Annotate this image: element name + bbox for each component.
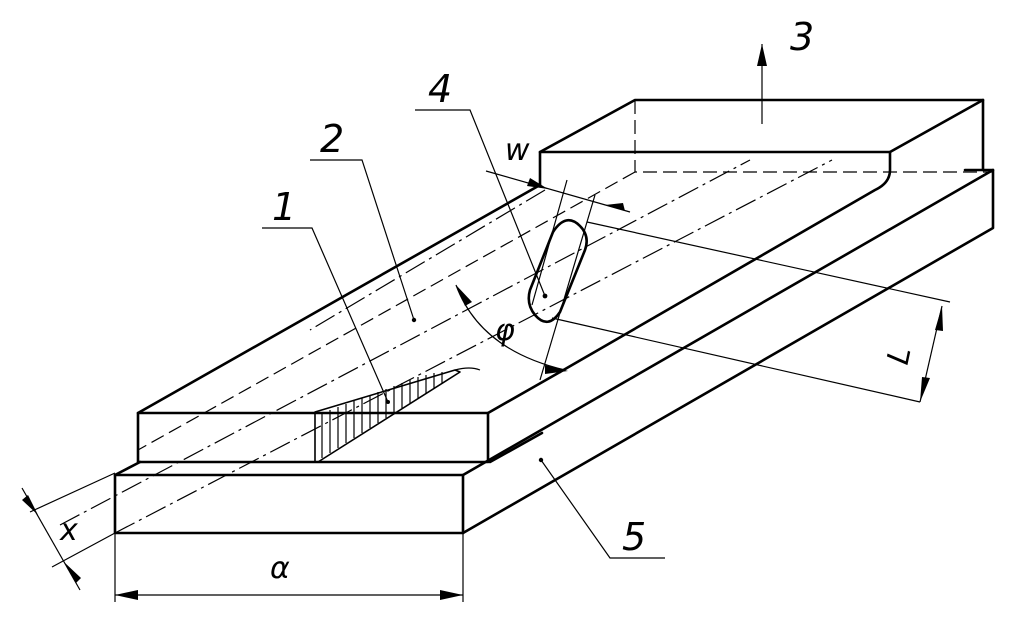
- dimension-w-label: w: [505, 133, 530, 168]
- dimension-L-label: L: [881, 344, 919, 368]
- dimension-w: w: [485, 133, 631, 213]
- dimension-x-label: x: [59, 513, 78, 548]
- raised-block: [538, 98, 985, 374]
- dimension-L: L: [551, 221, 951, 403]
- part-1-label: 1: [272, 185, 296, 229]
- hidden-edges: [137, 100, 993, 451]
- centre-lines: [59, 159, 833, 534]
- part-5-label: 5: [622, 515, 646, 559]
- leader-part-3: 3: [757, 15, 814, 124]
- angle-phi: φ: [455, 284, 568, 374]
- top-plate: [136, 183, 562, 464]
- leader-part-5: 5: [538, 457, 665, 559]
- slot-opening: [527, 179, 596, 381]
- dimension-a-label: α: [270, 551, 290, 586]
- dimension-x: x: [21, 472, 116, 591]
- leader-part-4: 4: [415, 67, 548, 299]
- dimension-a: α: [114, 533, 464, 602]
- part-2-label: 2: [320, 117, 344, 161]
- leader-part-1: 1: [262, 185, 390, 404]
- leader-part-2: 2: [310, 117, 417, 323]
- weld-hatch: [314, 367, 481, 463]
- part-4-label: 4: [428, 67, 452, 111]
- part-3-label: 3: [790, 15, 814, 59]
- angle-phi-label: φ: [495, 313, 515, 348]
